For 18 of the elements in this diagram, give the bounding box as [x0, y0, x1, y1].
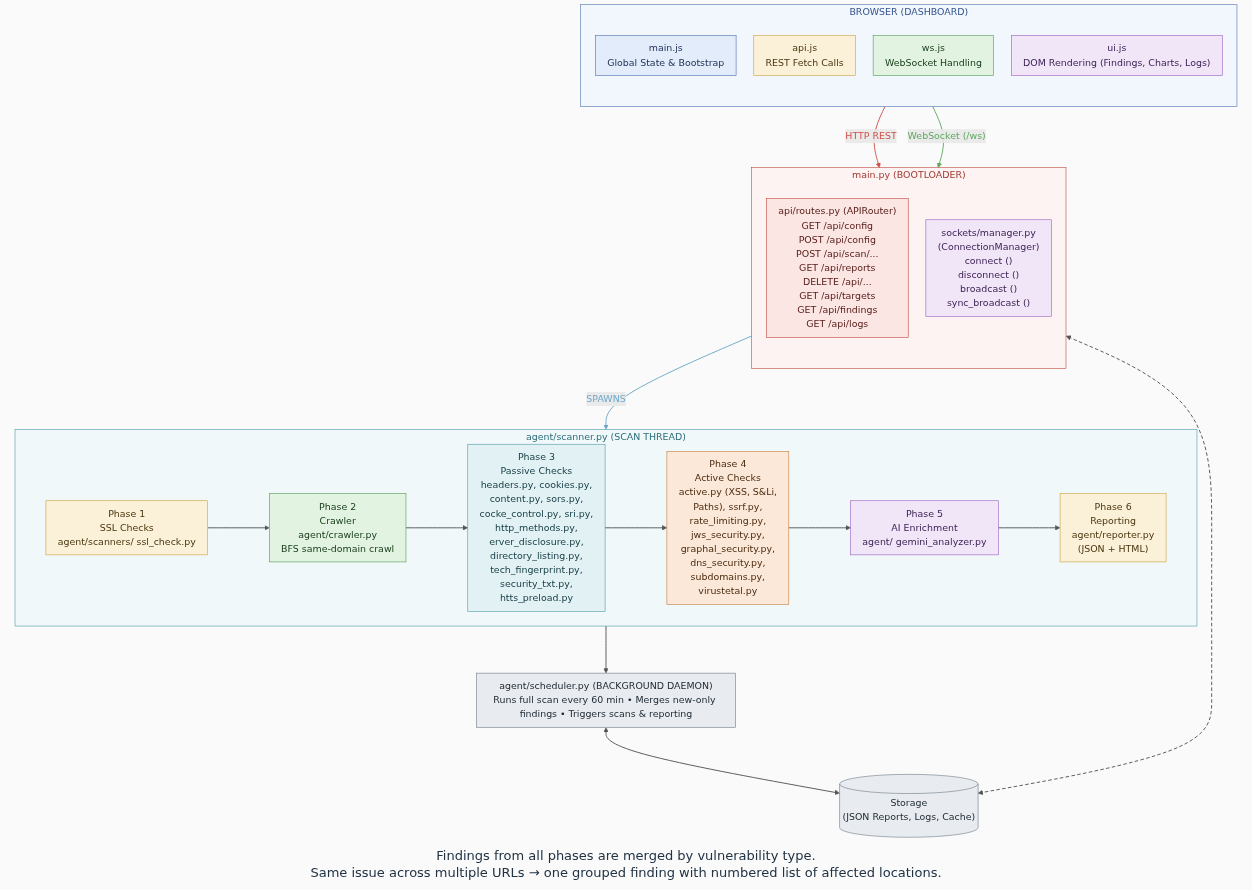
node-box: Phase 6 Reporting agent/reporter.py (JSON + HTML): [1059, 493, 1167, 563]
node-box: Phase 2 Crawler agent/crawler.py BFS same-domain crawl: [269, 493, 407, 563]
node-box: Phase 3 Passive Checks headers.py, cookies.py, content.py, sors.py, cocke_control.py, sri.py, http_methods.py, erver_disclosure.py, directory_listing.py, tech_fingerprint.py, security_txt.py, htts_preload.py: [467, 443, 606, 612]
node-box: Phase 4 Active Checks active.py (XSS, S&Li, Paths), ssrf.py, rate_limiting.py, jws_security.py, graphal_security.py, dns_security.py, subdomains.py, virustetal.py: [666, 451, 790, 605]
node-box: sockets/manager.py (ConnectionManager) connect () disconnect () broadcast () sync_broadcast (): [925, 219, 1052, 317]
note-text: Findings from all phases are merged by vulnerability type.: [435, 848, 817, 863]
edge-label: WebSocket (/ws): [907, 130, 986, 142]
note-text: Same issue across multiple URLs → one grouped finding with numbered list of affected locations.: [310, 865, 942, 880]
node-box: api.js REST Fetch Calls: [753, 35, 856, 76]
node-box: main.js Global State & Bootstrap: [595, 35, 737, 76]
node-box: agent/scheduler.py (BACKGROUND DAEMON) Runs full scan every 60 min • Merges new-only findings • Triggers scans & reporting: [476, 672, 736, 728]
node-box: api/routes.py (APIRouter) GET /api/config POST /api/config POST /api/scan/... GET /api/reports DELETE /api/... GET /api/targets GET /api/findings GET /api/logs: [766, 198, 909, 338]
node-box: Phase 1 SSL Checks agent/scanners/ ssl_check.py: [45, 500, 208, 556]
edge-label: HTTP REST: [845, 130, 897, 142]
node-box: Phase 5 AI Enrichment agent/ gemini_analyzer.py: [850, 500, 999, 556]
edge-label: SPAWNS: [586, 393, 626, 405]
node-box: ui.js DOM Rendering (Findings, Charts, Logs): [1011, 35, 1223, 76]
node-box: ws.js WebSocket Handling: [872, 35, 994, 76]
